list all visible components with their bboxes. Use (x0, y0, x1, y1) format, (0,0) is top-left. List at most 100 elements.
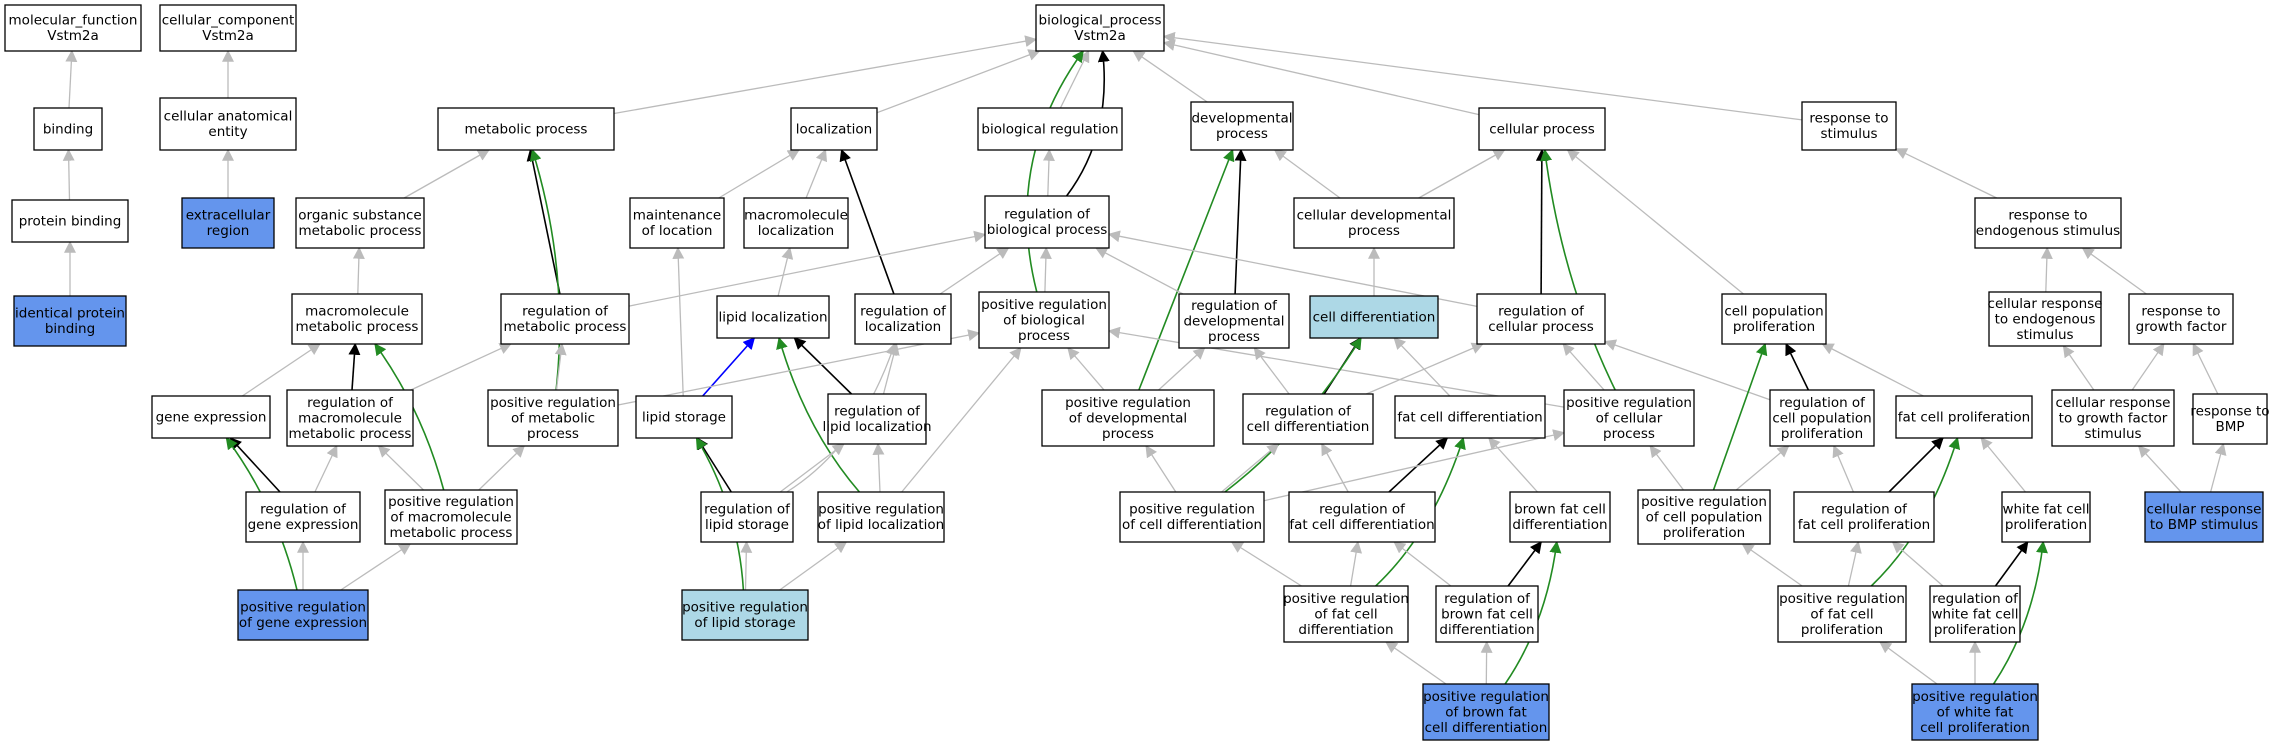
node-label-line: regulation of (1191, 298, 1278, 314)
node-label-line: Vstm2a (47, 28, 99, 44)
node-label-line: fat cell proliferation (1898, 409, 2030, 425)
edge-prge-to-prmmp (340, 543, 412, 591)
node-label-line: extracellular (186, 208, 271, 224)
edge-dp-to-bp (1132, 50, 1208, 103)
node-fcd: fat cell differentiation (1394, 395, 1546, 439)
edge-prbfcd-to-prfcd (1385, 641, 1447, 685)
node-box (4, 4, 142, 52)
node-box (159, 4, 297, 52)
node-label-line: macromolecule (744, 208, 848, 224)
edge-prdp-to-prbp (1067, 347, 1105, 391)
node-label-line: Vstm2a (1074, 28, 1126, 44)
node-binding: binding (33, 107, 103, 151)
node-box (437, 107, 615, 151)
node-label-line: lipid localization (718, 309, 827, 325)
node-box (1769, 389, 1875, 447)
edge-prll-to-lloc (776, 336, 861, 493)
node-label-line: cellular response (1988, 296, 2103, 312)
edge-rbmp-to-rgf (2192, 342, 2219, 395)
node-label-line: regulation of (307, 395, 394, 411)
node-label-line: positive regulation (490, 395, 616, 411)
edge-mmp-to-osmp (352, 246, 365, 295)
node-box (984, 195, 1110, 249)
edge-crgf-to-cres (2062, 345, 2095, 391)
edge-rwfcp-to-rfcp (1891, 541, 1944, 587)
node-label-line: positive regulation (1779, 591, 1905, 607)
node-label-line: biological_process (1039, 13, 1162, 29)
node-label-line: process (1348, 223, 1400, 239)
node-box (1435, 585, 1539, 643)
edge-prfcp-to-rfcp (1847, 540, 1862, 587)
node-label-line: gene expression (248, 517, 359, 533)
node-label-line: white fat cell (1931, 606, 2018, 622)
node-box (286, 389, 414, 447)
node-label-line: response to (2141, 304, 2220, 320)
node-label-line: positive regulation (818, 502, 944, 518)
node-box (295, 197, 425, 249)
node-box (854, 293, 952, 345)
edge-prfcp-to-prcpp (1741, 543, 1803, 587)
edge-rgf-to-res (2081, 247, 2147, 295)
node-label-line: regulation of (1821, 502, 1908, 518)
node-box (1974, 197, 2122, 249)
node-box (1721, 293, 1827, 345)
node-box (1035, 4, 1165, 52)
node-label-line: molecular_function (9, 13, 138, 29)
node-box (1283, 585, 1409, 643)
node-box (11, 199, 129, 243)
node-label-line: cellular anatomical (164, 109, 293, 125)
node-box (1637, 489, 1771, 545)
node-box (1801, 101, 1897, 151)
node-label-line: process (1102, 426, 1154, 442)
edge-ls-to-mol (672, 246, 685, 397)
node-label-line: brown fat cell (1514, 502, 1606, 518)
edge-prcp-to-cp (1540, 148, 1616, 391)
node-label-line: of cellular (1596, 410, 1663, 426)
node-label-line: cellular response (2147, 502, 2262, 518)
node-label-line: metabolic process (296, 319, 419, 335)
edge-osmp-to-mp (403, 149, 490, 199)
edge-prcpp-to-cpp (1712, 342, 1768, 491)
edge-rdp-to-rbp (1095, 247, 1184, 295)
node-label-line: positive regulation (682, 600, 808, 616)
node-box (181, 197, 275, 249)
edge-rbfcd-to-bfcd (1507, 541, 1542, 587)
node-box (1988, 291, 2102, 347)
edge-prbp-to-rbp (1039, 246, 1052, 293)
node-label-line: stimulus (2084, 426, 2141, 442)
node-label-line: of cell population (1646, 509, 1763, 525)
node-box (977, 107, 1123, 151)
node-label-line: of brown fat (1445, 704, 1527, 720)
edge-wfcp-to-fcp (1980, 437, 2027, 493)
node-label-line: process (1018, 328, 1070, 344)
node-box (790, 107, 878, 151)
node-label-line: of lipid localization (818, 517, 944, 533)
node-label-line: positive regulation (1129, 502, 1255, 518)
node-label-line: localization (796, 121, 872, 137)
edge-rs-to-bp (1162, 31, 1803, 121)
node-box (1422, 683, 1550, 741)
edge-rfcp-to-fcp (1888, 437, 1944, 493)
edge-prmp-to-rmp (554, 342, 567, 391)
node-label-line: metabolic process (289, 426, 412, 442)
node-box (716, 295, 830, 339)
node-label-line: lipid storage (705, 517, 789, 533)
node-fcp: fat cell proliferation (1895, 395, 2033, 439)
node-label-line: cellular developmental (1297, 208, 1452, 224)
node-label-line: regulation of (522, 304, 609, 320)
edge-binding-to-mf (65, 49, 78, 109)
edge-fcd-to-cd (1393, 337, 1451, 397)
node-box (1929, 585, 2021, 643)
